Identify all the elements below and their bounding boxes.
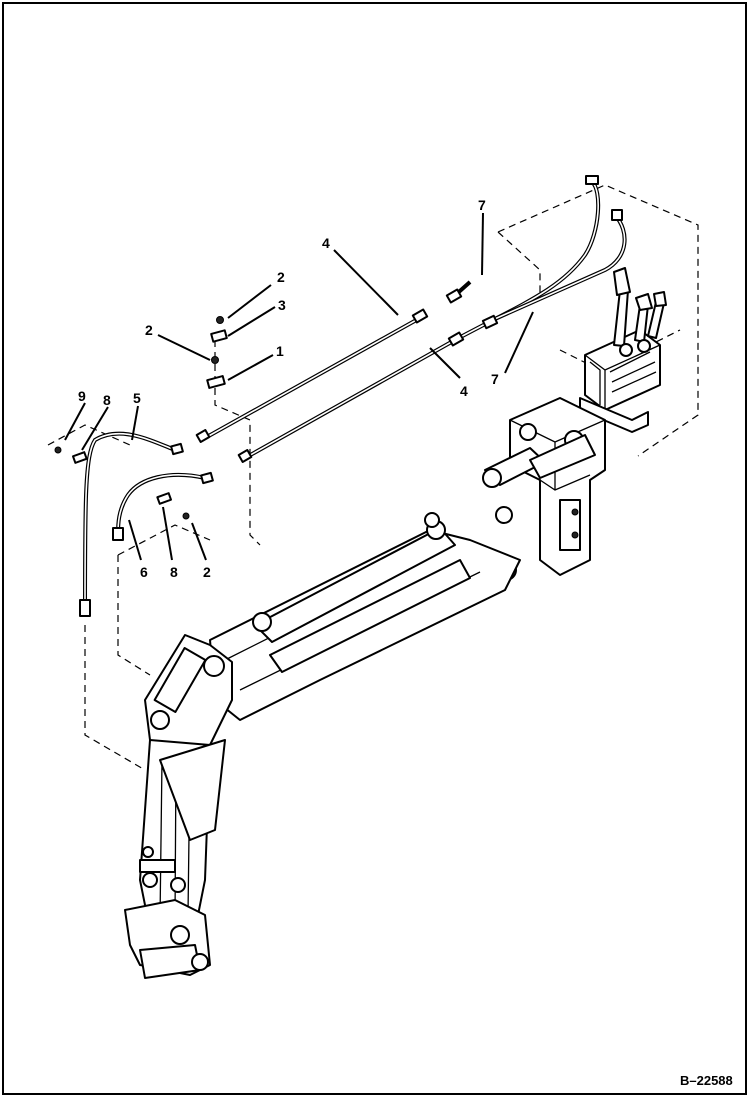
callout-2-top: 2 — [277, 269, 285, 285]
figure-number: B–22588 — [680, 1073, 733, 1088]
backhoe-boom — [124, 397, 606, 979]
callout-labels: 2 3 1 2 4 4 7 7 9 8 5 6 8 2 — [78, 197, 499, 580]
callout-8-lower: 8 — [170, 564, 178, 580]
callout-3: 3 — [278, 297, 286, 313]
callout-4-upper: 4 — [322, 235, 330, 251]
leader-lines — [64, 212, 534, 561]
callout-8-upper: 8 — [103, 392, 111, 408]
callout-7-lower: 7 — [491, 371, 499, 387]
callout-2-lower: 2 — [203, 564, 211, 580]
control-valve-assembly — [579, 267, 667, 433]
callout-2-left: 2 — [145, 322, 153, 338]
callout-1: 1 — [276, 343, 284, 359]
callout-5: 5 — [133, 390, 141, 406]
assembly-guide-lines — [47, 184, 699, 771]
small-hardware — [54, 316, 228, 520]
callout-6: 6 — [140, 564, 148, 580]
callout-7-upper: 7 — [478, 197, 486, 213]
callout-9: 9 — [78, 388, 86, 404]
callout-4-lower: 4 — [460, 383, 468, 399]
hoses — [79, 175, 627, 617]
